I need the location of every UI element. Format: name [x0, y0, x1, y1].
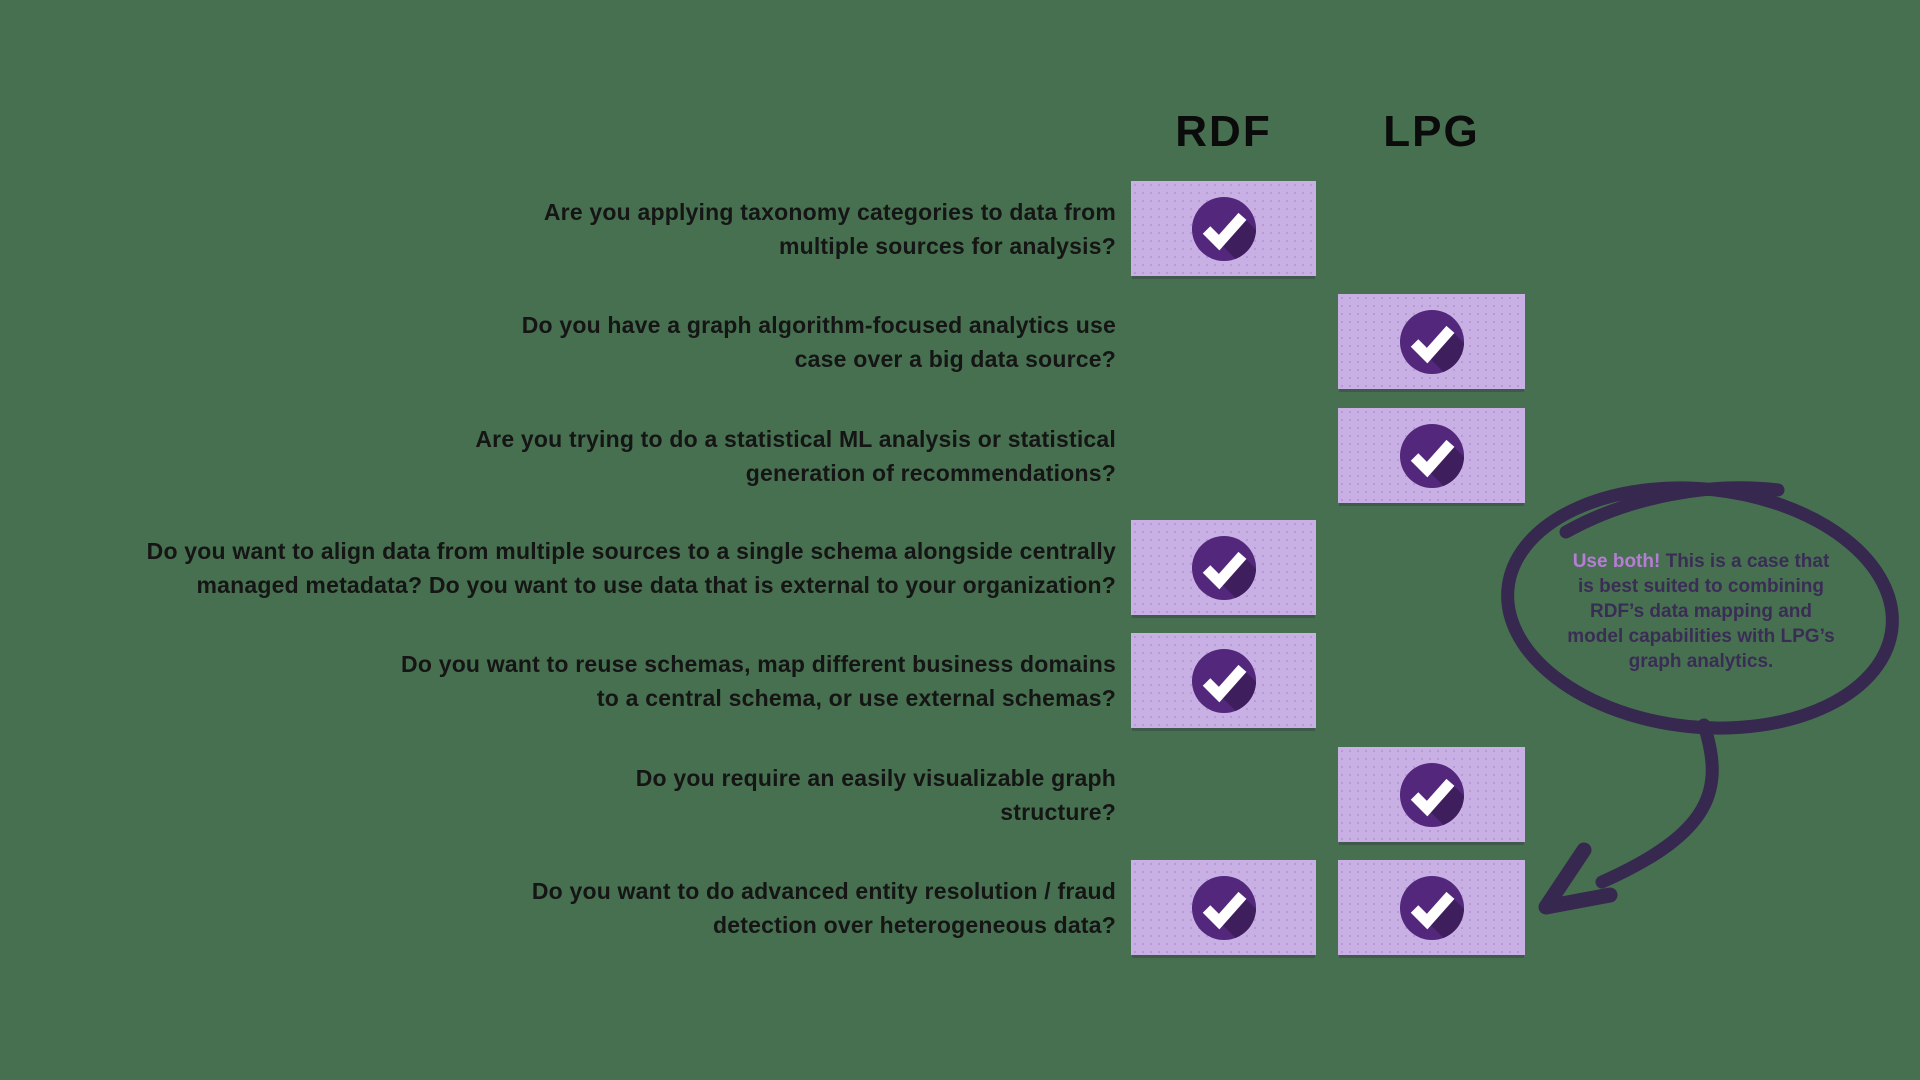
annotation-line: model capabilities with LPG’s	[1567, 626, 1835, 647]
question-text: Do you want to reuse schemas, map differ…	[0, 633, 1116, 728]
column-header-lpg: LPG	[1383, 107, 1480, 156]
question-row: Are you trying to do a statistical ML an…	[0, 408, 1920, 503]
annotation-bubble	[1501, 481, 1899, 915]
question-row: Do you have a graph algorithm-focused an…	[0, 294, 1920, 389]
question-text: Are you applying taxonomy categories to …	[0, 181, 1116, 276]
check-icon	[1191, 196, 1256, 261]
question-line: Do you require an easily visualizable gr…	[635, 764, 1116, 791]
question-text: Do you want to do advanced entity resolu…	[0, 860, 1116, 955]
question-text: Are you trying to do a statistical ML an…	[0, 408, 1116, 503]
question-line: multiple sources for analysis?	[778, 232, 1116, 259]
rdf-check-tile	[1131, 633, 1316, 728]
rdf-check-tile	[1131, 181, 1316, 276]
question-row: Do you want to align data from multiple …	[0, 520, 1920, 615]
annotation-line-text: This is a case that	[1665, 551, 1830, 572]
lpg-check-tile	[1338, 860, 1525, 955]
lpg-check-tile	[1338, 747, 1525, 842]
column-header-rdf: RDF	[1175, 107, 1272, 156]
check-icon	[1399, 875, 1464, 940]
question-line: Are you trying to do a statistical ML an…	[475, 425, 1116, 452]
question-line: Are you applying taxonomy categories to …	[543, 198, 1116, 225]
question-line: case over a big data source?	[794, 345, 1116, 372]
question-text: Do you have a graph algorithm-focused an…	[0, 294, 1116, 389]
question-line: Do you have a graph algorithm-focused an…	[521, 311, 1116, 338]
check-icon	[1191, 535, 1256, 600]
annotation-line: Use both! This is a case that	[1533, 549, 1869, 574]
annotation-line: RDF’s data mapping and	[1589, 601, 1813, 622]
check-icon	[1191, 875, 1256, 940]
lpg-check-tile	[1338, 408, 1525, 503]
question-line: to a central schema, or use external sch…	[596, 684, 1116, 711]
rdf-check-tile	[1131, 860, 1316, 955]
bubble-pen-flick	[1559, 481, 1785, 539]
question-row: Are you applying taxonomy categories to …	[0, 181, 1920, 276]
rdf-check-tile	[1131, 520, 1316, 615]
question-line: Do you want to reuse schemas, map differ…	[401, 650, 1116, 677]
arrowhead-icon	[1538, 842, 1618, 915]
question-row: Do you require an easily visualizable gr…	[0, 747, 1920, 842]
question-line: detection over heterogeneous data?	[713, 911, 1116, 938]
annotation-line: is best suited to combining	[1578, 576, 1824, 597]
annotation-line: graph analytics.	[1628, 651, 1774, 672]
check-icon	[1399, 762, 1464, 827]
question-line: managed metadata? Do you want to use dat…	[196, 571, 1116, 598]
check-icon	[1399, 423, 1464, 488]
question-line: structure?	[1000, 798, 1116, 825]
question-line: Do you want to do advanced entity resolu…	[531, 877, 1116, 904]
question-text: Do you want to align data from multiple …	[0, 520, 1116, 615]
check-icon	[1191, 648, 1256, 713]
question-row: Do you want to do advanced entity resolu…	[0, 860, 1920, 955]
check-icon	[1399, 309, 1464, 374]
question-row: Do you want to reuse schemas, map differ…	[0, 633, 1920, 728]
annotation-highlight: Use both!	[1572, 551, 1661, 572]
question-line: generation of recommendations?	[745, 459, 1116, 486]
question-line: Do you want to align data from multiple …	[146, 537, 1116, 564]
curved-arrow-shaft	[1595, 718, 1719, 889]
question-text: Do you require an easily visualizable gr…	[0, 747, 1116, 842]
lpg-check-tile	[1338, 294, 1525, 389]
